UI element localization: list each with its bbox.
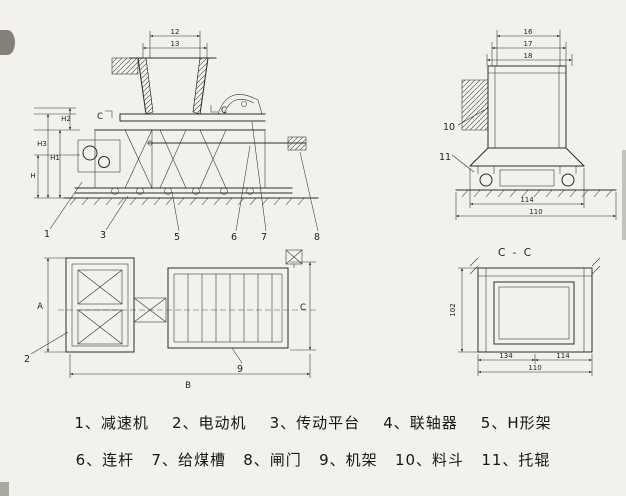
section-mark-c-right: C <box>221 106 227 116</box>
dim-h3-label: H3 <box>37 140 47 148</box>
cc-dim-bottom-full: 110 <box>528 364 541 372</box>
parts-legend: 1、减速机 2、电动机 3、传动平台 4、联轴器 5、H形架 6、连杆 7、给煤… <box>0 412 626 486</box>
cc-dim-bottom-right: 114 <box>556 352 570 360</box>
hopper-wall-hatch-left-block <box>111 57 139 75</box>
plan-dim-b-label: B <box>185 381 191 391</box>
hopper-wall-hatch <box>461 79 489 131</box>
callout-6-label: 6 <box>231 232 237 243</box>
plan-dim-a-label: A <box>37 302 43 312</box>
drawing-canvas: 12 13 <box>24 28 617 391</box>
hopper-dim-bottom-1: 114 <box>520 196 534 204</box>
scan-artifact-corner-mark <box>0 482 9 496</box>
dim-h1-label: H1 <box>50 154 60 162</box>
callout-11-label: 11 <box>439 152 451 163</box>
callout-9-label: 9 <box>237 364 243 375</box>
hopper-dim-bottom-2: 110 <box>529 208 542 216</box>
hopper-dim-top-2: 17 <box>524 40 533 48</box>
side-elevation-view: 12 13 <box>30 28 320 243</box>
callout-7-label: 7 <box>261 232 267 243</box>
callout-2-label: 2 <box>24 354 30 365</box>
hopper-dim-top-3: 18 <box>524 52 533 60</box>
legend-line-2: 6、连杆 7、给煤槽 8、闸门 9、机架 10、料斗 11、托辊 <box>75 451 551 469</box>
section-mark-c-left: C <box>97 112 103 122</box>
scan-artifact-left-blob <box>0 30 15 55</box>
dim-h-label: H <box>30 172 35 180</box>
cc-section-view: C - C 102 134 114 110 <box>449 247 601 376</box>
cc-section-title: C - C <box>498 247 533 259</box>
cc-dim-bottom-left: 134 <box>499 352 513 360</box>
side-top-dim-large: 13 <box>171 40 180 48</box>
dim-h2-label: H2 <box>61 115 71 123</box>
plan-dim-c-label: C <box>300 303 306 313</box>
hopper-dim-top-1: 16 <box>524 28 533 36</box>
plan-view: A C B <box>24 249 318 391</box>
scan-artifact-right-smudge <box>622 150 626 240</box>
callout-8-label: 8 <box>314 232 320 243</box>
hopper-end-view: 16 17 18 10 11 114 110 <box>439 28 617 220</box>
callout-3-label: 3 <box>100 230 106 241</box>
callout-10-label: 10 <box>443 122 455 133</box>
legend-line-1: 1、减速机 2、电动机 3、传动平台 4、联轴器 5、H形架 <box>74 414 552 432</box>
callout-5-label: 5 <box>174 232 180 243</box>
callout-1-label: 1 <box>44 229 50 240</box>
cc-dim-left: 102 <box>449 303 457 316</box>
side-top-dim-small: 12 <box>171 28 180 36</box>
